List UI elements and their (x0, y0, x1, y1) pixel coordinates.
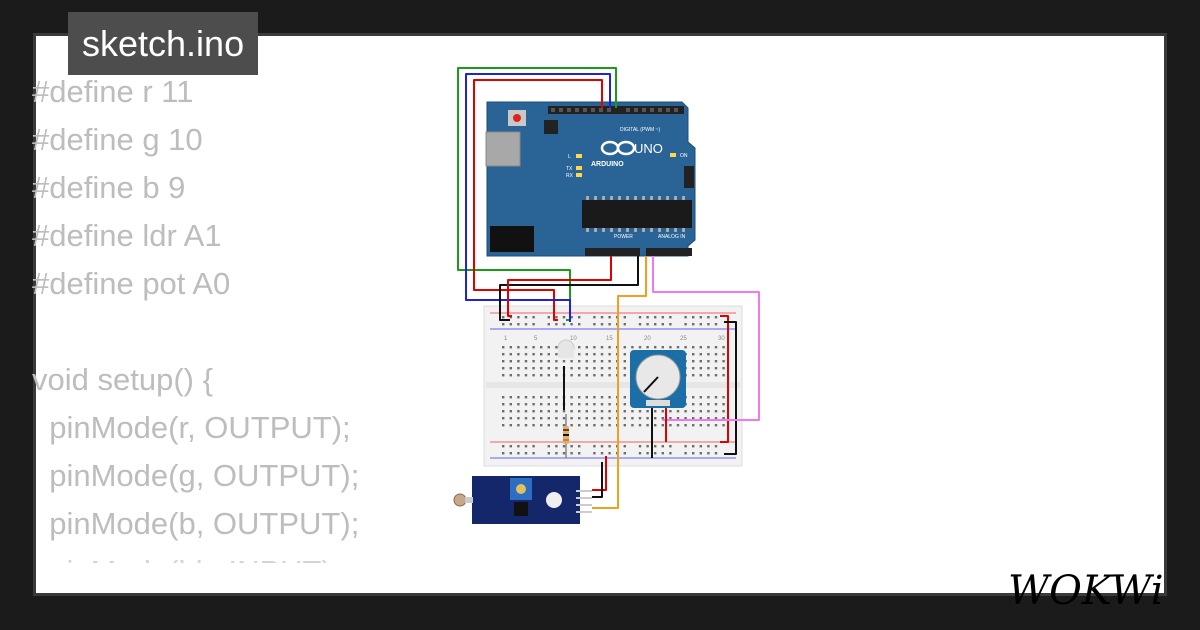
svg-text:WOKWi: WOKWi (1008, 568, 1164, 614)
digital-header-label: DIGITAL (PWM ~) (620, 127, 660, 133)
column-label-15: 15 (606, 336, 613, 342)
column-label-10: 10 (570, 336, 577, 342)
power-jack (490, 226, 534, 252)
code-line: pinMode(b, OUTPUT); (32, 506, 360, 541)
l-led-label: L (568, 154, 571, 160)
digital-header (548, 106, 684, 114)
atmega-chip (582, 200, 692, 228)
arduino-uno-board[interactable]: UNO ARDUINO DIGITAL (PWM ~) ON L TX RX P… (485, 101, 696, 257)
circuit-diagram: UNO ARDUINO DIGITAL (PWM ~) ON L TX RX P… (453, 67, 760, 524)
wokwi-logo: WOKWi (1008, 568, 1164, 614)
code-line: #define ldr A1 (32, 218, 222, 253)
resistor[interactable] (563, 414, 569, 458)
code-line: #define b 9 (32, 170, 186, 205)
code-line: #define r 11 (32, 74, 194, 109)
on-label: ON (680, 153, 688, 159)
code-line: pinMode(ldr, INPUT); (32, 548, 392, 563)
board-brand-label: ARDUINO (591, 161, 624, 168)
analog-header-label: ANALOG IN (658, 234, 686, 240)
column-label-5: 5 (534, 336, 538, 342)
code-line: pinMode(r, OUTPUT); (32, 410, 351, 445)
sketch-title-tag: sketch.ino (68, 12, 259, 75)
code-line (32, 308, 392, 356)
code-line: #define pot A0 (32, 266, 231, 301)
wires (457, 67, 760, 509)
column-label-30: 30 (718, 336, 725, 342)
potentiometer[interactable] (630, 350, 686, 408)
tx-led-label: TX (566, 166, 573, 172)
arduino-logo (600, 140, 636, 156)
breadboard[interactable]: 1 5 10 15 20 25 30 (483, 305, 743, 467)
column-label-1: 1 (504, 336, 508, 342)
power-header-label: POWER (614, 234, 633, 240)
power-header (585, 248, 640, 256)
ldr-sensor-module[interactable] (453, 476, 592, 524)
code-preview: #define r 11 #define g 10 #define b 9 #defi… (32, 68, 392, 563)
analog-header (646, 248, 692, 256)
code-line: pinMode(g, OUTPUT); (32, 458, 360, 493)
rx-led-label: RX (566, 173, 574, 179)
code-line: #define g 10 (32, 122, 203, 157)
code-line: void setup() { (32, 362, 213, 397)
column-label-20: 20 (644, 336, 651, 342)
usb-port (485, 131, 521, 167)
rgb-led[interactable] (557, 339, 575, 358)
column-label-25: 25 (680, 336, 687, 342)
board-name-label: UNO (634, 141, 663, 156)
